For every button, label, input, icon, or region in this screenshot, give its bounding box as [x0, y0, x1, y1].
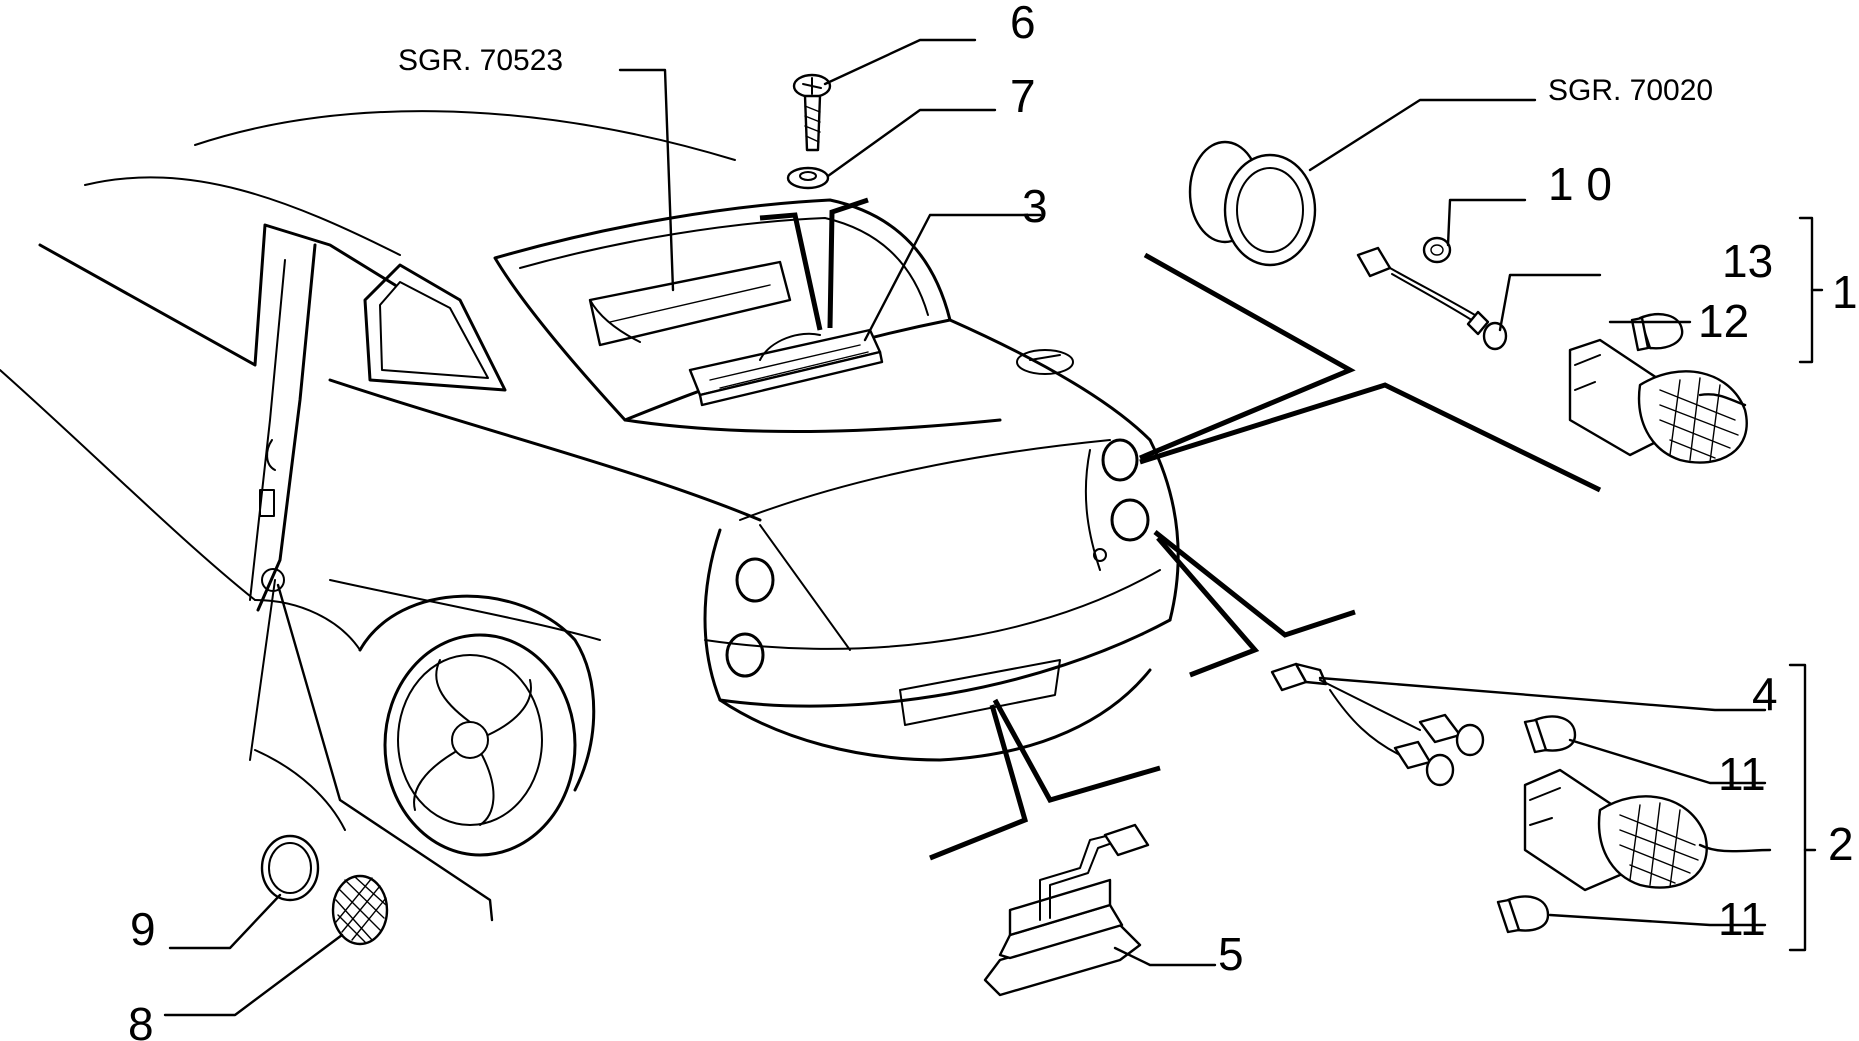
leader-lines	[163, 38, 1824, 1017]
callout-9: 9	[130, 903, 156, 955]
nut-part-10	[1422, 236, 1452, 264]
rear-light-unit-part-1	[1568, 338, 1748, 464]
washer-part-7	[786, 166, 830, 190]
callout-1: 1	[1832, 266, 1858, 318]
callout-6: 6	[1010, 0, 1036, 48]
callout-10: 1 0	[1548, 158, 1612, 210]
callout-4: 4	[1752, 668, 1778, 720]
ring-part-9	[260, 834, 320, 902]
callout-8: 8	[128, 998, 154, 1041]
callout-2: 2	[1828, 818, 1854, 870]
car-body-illustration	[0, 110, 1180, 857]
callout-13: 13	[1722, 235, 1773, 287]
ref-label-sgr-70020: SGR. 70020	[1548, 74, 1713, 107]
wiring-harness-part-4	[1270, 662, 1485, 787]
callout-3: 3	[1022, 180, 1048, 232]
callout-7: 7	[1010, 70, 1036, 122]
callout-11-upper: 11	[1718, 748, 1766, 800]
callout-12: 12	[1698, 295, 1749, 347]
indicator-lines	[249, 197, 1602, 922]
ref-label-sgr-70523: SGR. 70523	[398, 44, 563, 77]
high-stop-lamp-part-3	[688, 328, 884, 407]
callout-11-lower: 11	[1718, 893, 1766, 945]
callout-5: 5	[1218, 928, 1244, 980]
harness-part-13	[1356, 246, 1508, 351]
rear-light-unit-part-2	[1523, 768, 1708, 892]
license-lamp-part-5	[983, 823, 1150, 997]
bulb-part-11-upper	[1523, 715, 1577, 754]
screw-part-6	[792, 73, 832, 152]
side-marker-lens-part-8	[331, 874, 389, 946]
bulb-part-12	[1630, 313, 1684, 352]
bulb-part-11-lower	[1496, 895, 1550, 934]
rear-light-bezel-ring	[1188, 140, 1317, 267]
